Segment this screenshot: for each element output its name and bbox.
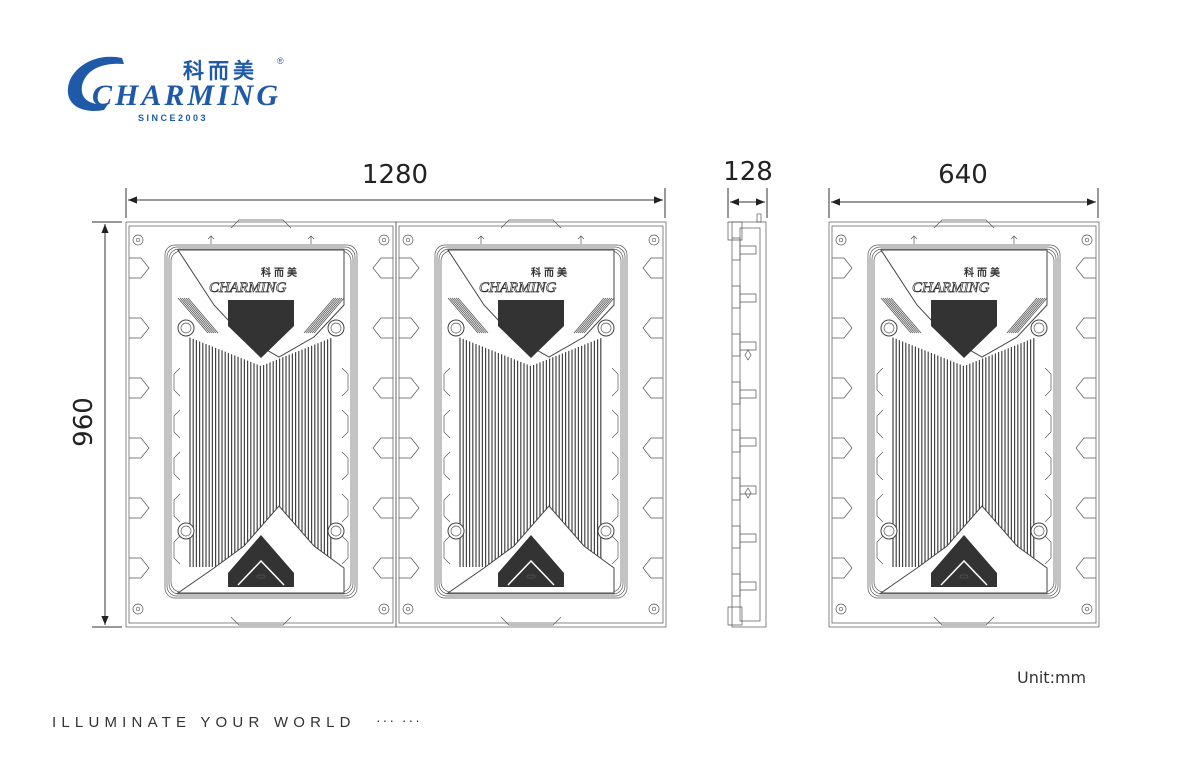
slogan-dots: ··· ··· [376, 712, 422, 728]
module-logo-brand: CHARMING [209, 280, 287, 296]
module-logo-chinese: 科而美 [261, 266, 300, 279]
logo-chinese-text: 科而美 [183, 59, 258, 83]
slogan: ILLUMINATE YOUR WORLD [52, 714, 356, 731]
logo-swoosh-c [67, 56, 124, 111]
dimension-label-960: 960 [69, 397, 99, 447]
dimension-height: 960 [69, 221, 122, 628]
logo-since: SINCE2003 [138, 113, 208, 123]
logo-registered: ® [277, 56, 284, 66]
module-logo-brand: CHARMING [912, 280, 990, 296]
module-logo-chinese: 科而美 [531, 266, 570, 279]
dimension-label-1280: 1280 [362, 160, 428, 190]
dimension-depth: 128 [723, 157, 773, 218]
logo-brand-text: CHARMING [92, 79, 278, 112]
module-logo-chinese: 科而美 [964, 266, 1003, 279]
side-view [727, 213, 767, 628]
unit-label: Unit:mm [1017, 668, 1087, 687]
charming-logo: CHARMING 科而美 ® SINCE2003 [67, 56, 284, 123]
dimension-label-128: 128 [723, 157, 773, 187]
module-logo-brand: CHARMING [479, 280, 557, 296]
dimension-width-single: 640 [828, 160, 1099, 218]
dimension-width-total: 1280 [125, 160, 666, 218]
dimension-label-640: 640 [938, 160, 988, 190]
